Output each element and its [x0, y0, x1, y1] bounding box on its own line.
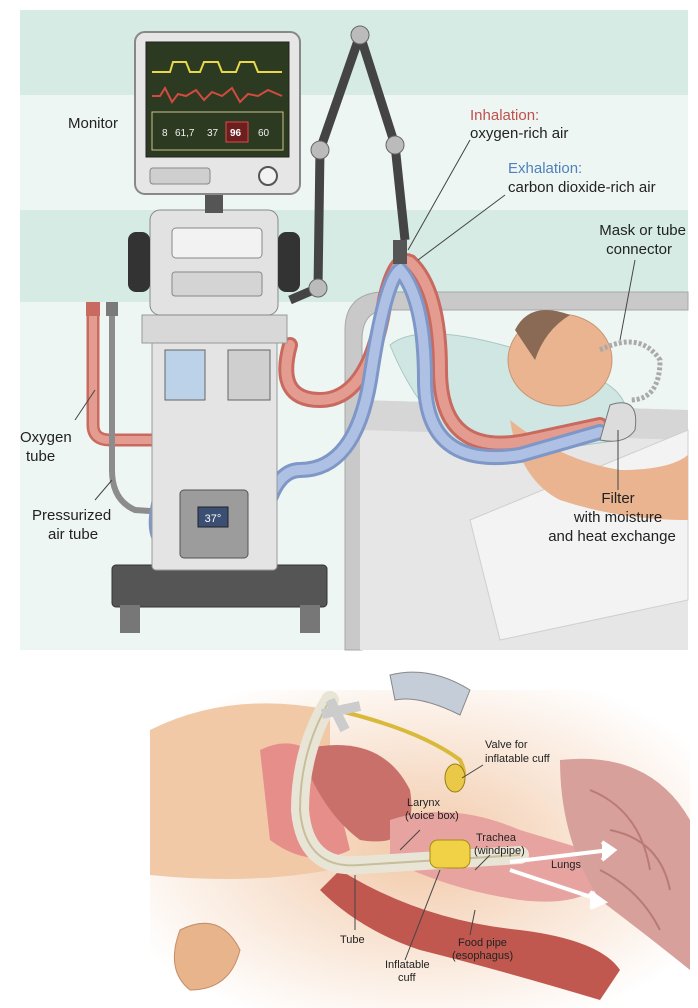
leader-lines [74, 139, 636, 501]
cuff-valve [444, 763, 466, 793]
support-arm [288, 25, 410, 305]
anatomy-svg: Valve for inflatable cuff Larynx (voice … [150, 671, 690, 1008]
readout-2: 61,7 [175, 128, 195, 139]
pressurized-label-1: Pressurized [32, 507, 111, 524]
filter-label-1: Filter [601, 490, 634, 507]
inlet-panel-left [164, 349, 206, 401]
readout-4: 96 [230, 128, 242, 139]
monitor: 8 61,7 37 96 60 [134, 31, 301, 195]
filter-label-3: and heat exchange [548, 528, 676, 545]
valve-label-2: inflatable cuff [485, 753, 551, 765]
foodpipe-label-2: (esophagus) [452, 950, 513, 962]
ventilator-unit [128, 195, 300, 316]
lungs-label: Lungs [551, 859, 581, 871]
readout-5: 60 [258, 128, 270, 139]
readout-3: 37 [207, 128, 219, 139]
trachea-label-2: (windpipe) [474, 845, 525, 857]
mask-label-1: Mask or tube [599, 222, 686, 239]
oxygen-label-1: Oxygen [20, 429, 72, 446]
trachea-label-1: Trachea [476, 832, 517, 844]
readout-1: 8 [162, 128, 168, 139]
ventilator-diagram: 37° 8 61,7 37 96 60 [20, 10, 689, 651]
airflow-arrows [509, 840, 618, 910]
pressurized-label-2: air tube [48, 526, 98, 543]
mask-label-2: connector [606, 241, 672, 258]
ear [173, 922, 241, 991]
inflatable-cuff [429, 839, 471, 869]
ventilator-svg: 37° 8 61,7 37 96 60 [20, 10, 689, 651]
oxygen-label-2: tube [26, 448, 55, 465]
monitor-label: Monitor [68, 115, 118, 132]
tube-label: Tube [340, 934, 365, 946]
inlet-panel-right [227, 349, 271, 401]
inhalation-title: Inhalation: [470, 107, 539, 124]
ventilator-cart: 37° [111, 314, 328, 633]
anatomy-leader-lines [354, 764, 491, 961]
exhalation-title: Exhalation: [508, 160, 582, 177]
tongue [300, 745, 412, 842]
intubation-anatomy-diagram: Valve for inflatable cuff Larynx (voice … [0, 670, 698, 1008]
tube-adapter [389, 671, 471, 716]
oxygen-connector [86, 302, 100, 316]
larynx-label-2: (voice box) [405, 810, 459, 822]
exhalation-desc: carbon dioxide-rich air [508, 179, 656, 196]
air-connector [106, 302, 118, 316]
wall-band-middle [20, 210, 688, 302]
mask-connector [598, 339, 663, 442]
monitor-screen [145, 41, 290, 158]
filter-label-2: with moisture [573, 509, 662, 526]
larynx-label-1: Larynx [407, 797, 441, 809]
inflatable-label-1: Inflatable [385, 959, 430, 971]
humidifier-temp: 37° [205, 513, 222, 525]
valve-label-1: Valve for [485, 739, 528, 751]
inflatable-label-2: cuff [398, 972, 416, 984]
foodpipe-label-1: Food pipe [458, 937, 507, 949]
inhalation-desc: oxygen-rich air [470, 125, 568, 142]
